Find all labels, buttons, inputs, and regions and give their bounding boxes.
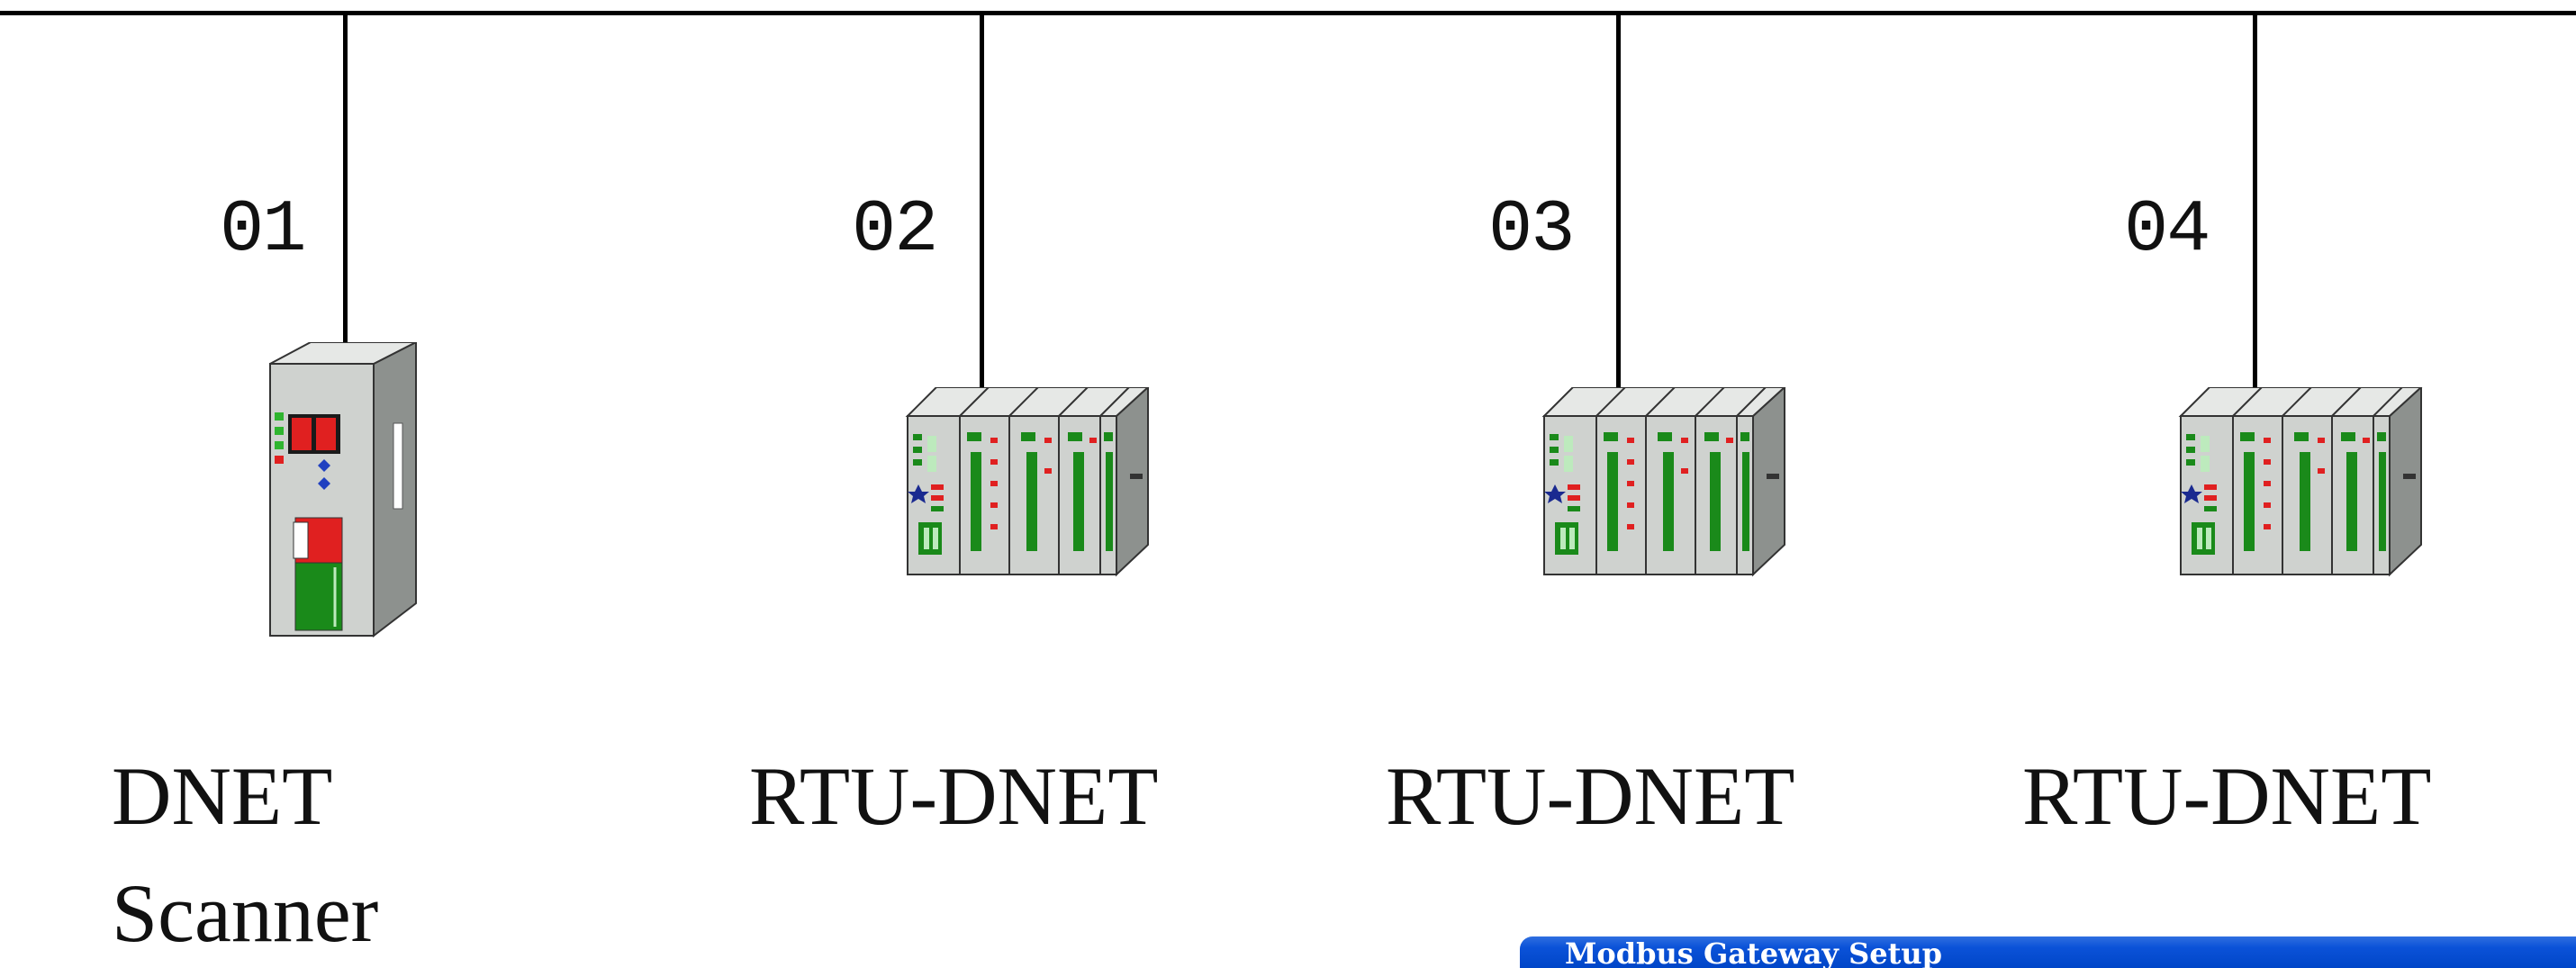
drop-line-node-04	[2253, 11, 2257, 389]
dialog-title: Modbus Gateway Setup	[1565, 936, 1943, 968]
drop-line-node-01	[343, 11, 348, 342]
dnet-scanner-icon	[269, 342, 417, 638]
rtu-body	[1541, 387, 1786, 577]
drop-line-node-02	[980, 11, 984, 389]
rtu-body	[905, 387, 1150, 577]
node-label-01: DNET	[112, 750, 333, 842]
node-number-02: 02	[852, 188, 938, 272]
node-label-02: RTU-DNET	[749, 750, 1159, 842]
node-label-03: RTU-DNET	[1386, 750, 1795, 842]
modbus-gateway-setup-titlebar[interactable]: Modbus Gateway Setup	[1520, 936, 2576, 968]
node-sublabel-01: Scanner	[112, 867, 379, 959]
node-number-01: 01	[220, 188, 306, 272]
devicenet-trunk-line	[0, 11, 2576, 15]
node-label-04: RTU-DNET	[2022, 750, 2432, 842]
rtu-body	[2178, 387, 2423, 577]
node-number-04: 04	[2124, 188, 2210, 272]
rtu-dnet-icon-04	[2178, 387, 2423, 577]
node-number-03: 03	[1488, 188, 1575, 272]
rtu-dnet-icon-02	[905, 387, 1150, 577]
drop-line-node-03	[1616, 11, 1621, 389]
rtu-dnet-icon-03	[1541, 387, 1786, 577]
